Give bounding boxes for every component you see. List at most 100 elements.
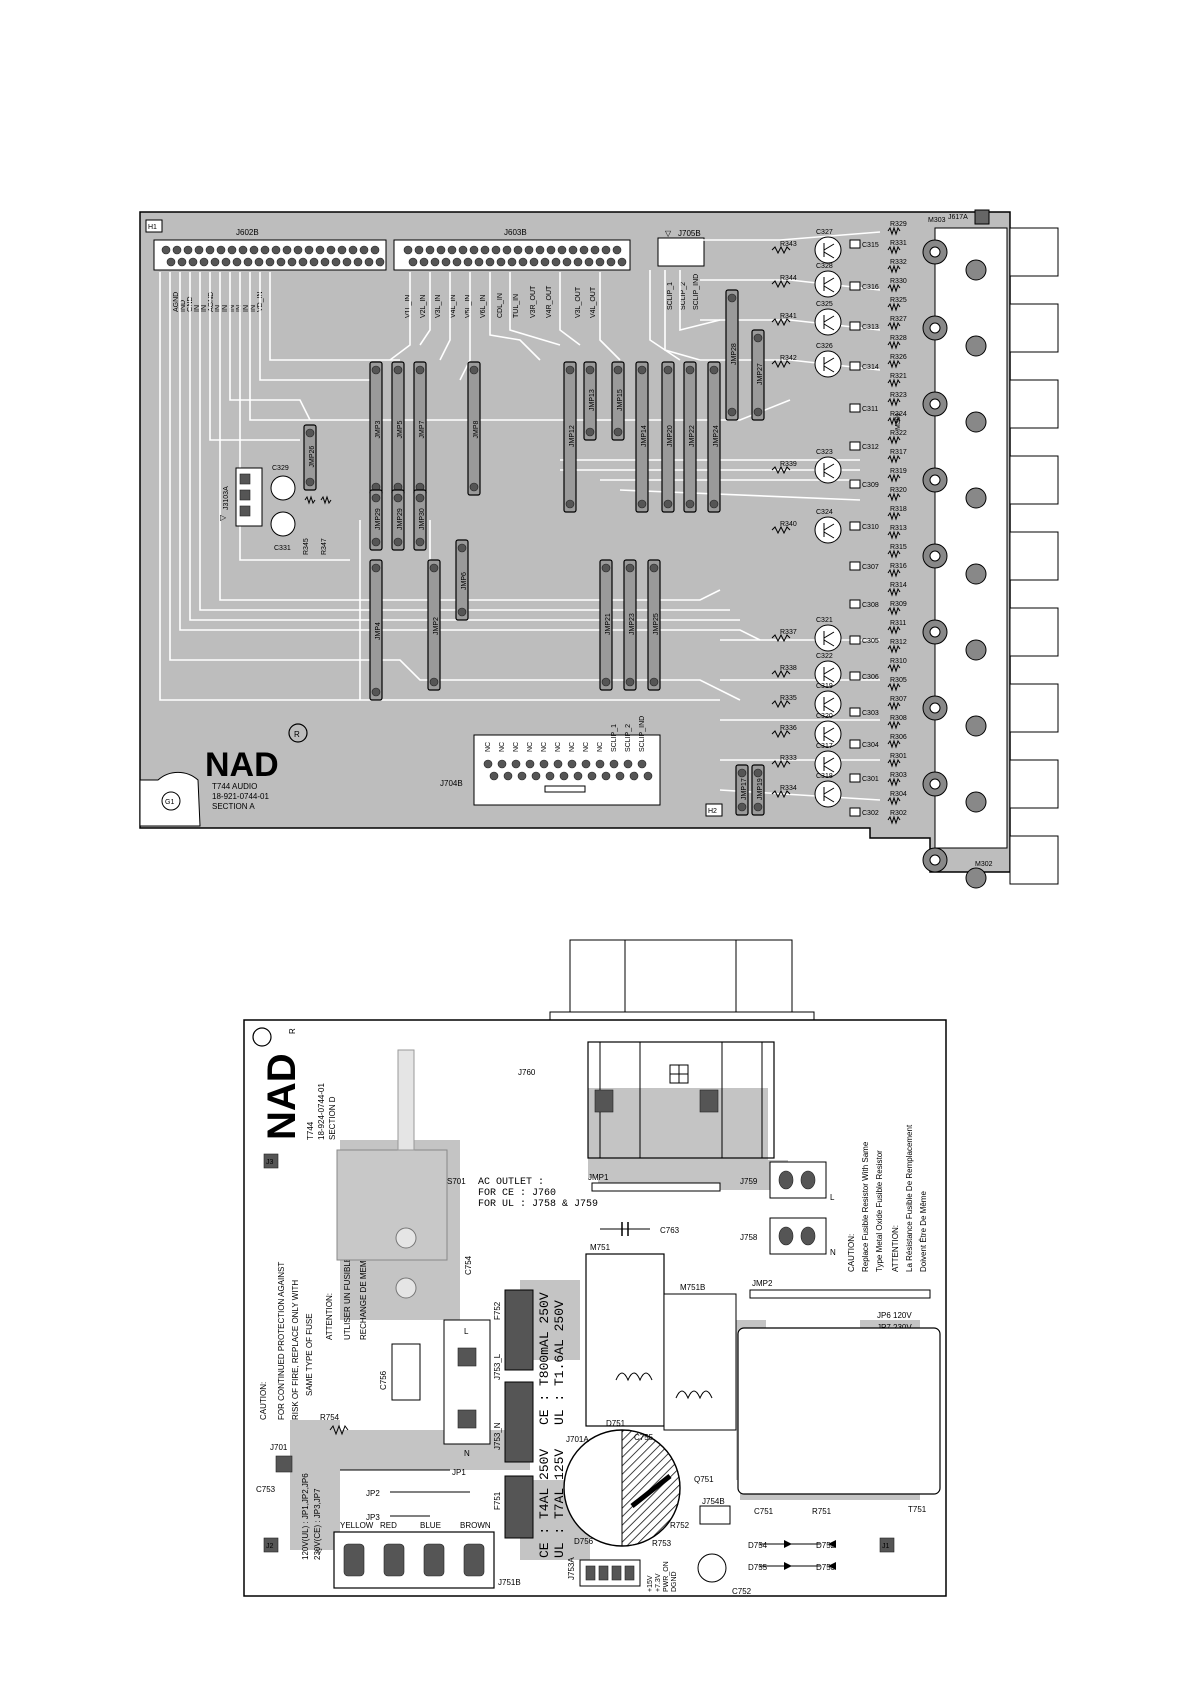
jumper-pad xyxy=(753,768,763,778)
jumper-pad xyxy=(685,365,695,375)
j603-pin-top xyxy=(568,245,578,255)
jumper-pad xyxy=(649,563,659,573)
jumper-pad xyxy=(565,365,575,375)
j602-pin-top xyxy=(183,245,193,255)
rca-ground-hole xyxy=(929,246,941,258)
transistor-symbol xyxy=(823,787,835,803)
j704-pin-label: NC xyxy=(499,742,506,752)
base-resistor-label: R338 xyxy=(780,665,797,672)
rca-ground-hole xyxy=(929,626,941,638)
t751-label: T751 xyxy=(908,1505,927,1514)
jumper-pad xyxy=(457,543,467,553)
board-a-registered-mark xyxy=(288,723,308,743)
rca-jack-body[interactable] xyxy=(1009,531,1059,581)
board-a-registered-letter: R xyxy=(294,730,300,739)
j701-pad xyxy=(275,1455,293,1473)
resistor xyxy=(887,758,901,768)
transistor xyxy=(814,270,842,298)
jumper xyxy=(647,559,661,691)
jumper-label: JMP29 xyxy=(397,508,404,530)
resistor xyxy=(887,777,901,787)
jumper-pad xyxy=(469,365,479,375)
j602-pin-label: AGND xyxy=(208,292,215,312)
j3103a-label: J3103A xyxy=(223,486,230,510)
s701-pin-1 xyxy=(395,1227,417,1249)
resistor xyxy=(887,454,901,464)
rca-jack-body[interactable] xyxy=(1009,227,1059,277)
j602-pin-bottom xyxy=(177,257,187,267)
j704-pin-bottom xyxy=(489,771,499,781)
resistor-label: R321 xyxy=(890,373,907,380)
board-d-part-no: 18-924-0744-01 xyxy=(317,1083,326,1140)
j759-l: L xyxy=(830,1193,835,1202)
j705-pin-label: SCLIP_IND xyxy=(693,274,700,310)
transistor xyxy=(814,720,842,748)
j602-pin-bottom xyxy=(309,257,319,267)
j758-pin-2 xyxy=(800,1226,816,1246)
j705b-label: J705B xyxy=(678,229,701,238)
transistor xyxy=(814,350,842,378)
j602-pin-top xyxy=(216,245,226,255)
rca-jack-body[interactable] xyxy=(1009,455,1059,505)
jumper-label: JMP12 xyxy=(569,425,576,447)
j704-pin-bottom xyxy=(545,771,555,781)
j753a-pin xyxy=(624,1565,635,1581)
resistor-label: R317 xyxy=(890,449,907,456)
resistor xyxy=(887,663,901,673)
j758-connector xyxy=(769,1217,827,1255)
d753-label: D753 xyxy=(816,1563,836,1572)
j705b-connector xyxy=(657,237,705,267)
j704-pin-label: NC xyxy=(597,742,604,752)
caution2-block: CAUTION: Replace Fusible Resistor With S… xyxy=(847,1124,928,1272)
m751-relay xyxy=(585,1253,665,1427)
rca-jack-body[interactable] xyxy=(1009,835,1059,885)
jumper-pad xyxy=(429,677,439,687)
transistor-label: C324 xyxy=(816,509,833,516)
attention-line-1: UTLISER UN FUSIBLE DE xyxy=(343,1244,352,1340)
jumper-label: JMP3 xyxy=(375,421,382,439)
j602-pin-bottom xyxy=(353,257,363,267)
copper-area xyxy=(290,1420,340,1550)
capacitor-label: C311 xyxy=(862,406,878,413)
rca-jack-body[interactable] xyxy=(1009,759,1059,809)
j760-pin-l xyxy=(594,1089,614,1113)
m751b-label: M751B xyxy=(680,1283,705,1292)
capacitor-label: C310 xyxy=(862,524,879,531)
j704-pin-bottom xyxy=(503,771,513,781)
rca-jack-body[interactable] xyxy=(1009,379,1059,429)
j705-pin-label: SCLIP_1 xyxy=(667,282,674,310)
j603-pin-top xyxy=(491,245,501,255)
c763-label: C763 xyxy=(660,1226,680,1235)
caution-block: CAUTION: FOR CONTINUED PROTECTION AGAINS… xyxy=(259,1232,368,1420)
capacitor xyxy=(849,441,861,451)
rca-jack-body[interactable] xyxy=(1009,303,1059,353)
j602-pin-label: IN xyxy=(243,305,250,312)
j602-pin-top xyxy=(370,245,380,255)
j603-pin-top xyxy=(579,245,589,255)
pcb-trace xyxy=(649,270,681,361)
jumper-label: JMP21 xyxy=(605,613,612,635)
resistor-label: R304 xyxy=(890,791,907,798)
j704-pin-bottom xyxy=(643,771,653,781)
j603-pin-top xyxy=(480,245,490,255)
jumper xyxy=(427,559,441,691)
d752-label: D752 xyxy=(816,1541,836,1550)
capacitor-label: C305 xyxy=(862,638,879,645)
j603-pin-bottom xyxy=(518,257,528,267)
rca-jack-body[interactable] xyxy=(1009,683,1059,733)
jumper-label: JMP24 xyxy=(713,425,720,447)
j602-pin-bottom xyxy=(221,257,231,267)
jmp1-label: JMP1 xyxy=(588,1173,609,1182)
c751-label: C751 xyxy=(754,1507,774,1516)
j704-pin-label: NC xyxy=(583,742,590,752)
transistor-label: C321 xyxy=(816,617,833,624)
rca-jack-body[interactable] xyxy=(1009,607,1059,657)
ac-outlet-line-1: AC OUTLET : xyxy=(478,1177,544,1188)
rca-ground-hole xyxy=(929,702,941,714)
j751b-triangle: ▽ xyxy=(316,1547,323,1556)
j704-pin-top xyxy=(623,759,633,769)
j753a-pin-label: DGND xyxy=(671,1571,678,1592)
j1-pad xyxy=(879,1537,895,1553)
